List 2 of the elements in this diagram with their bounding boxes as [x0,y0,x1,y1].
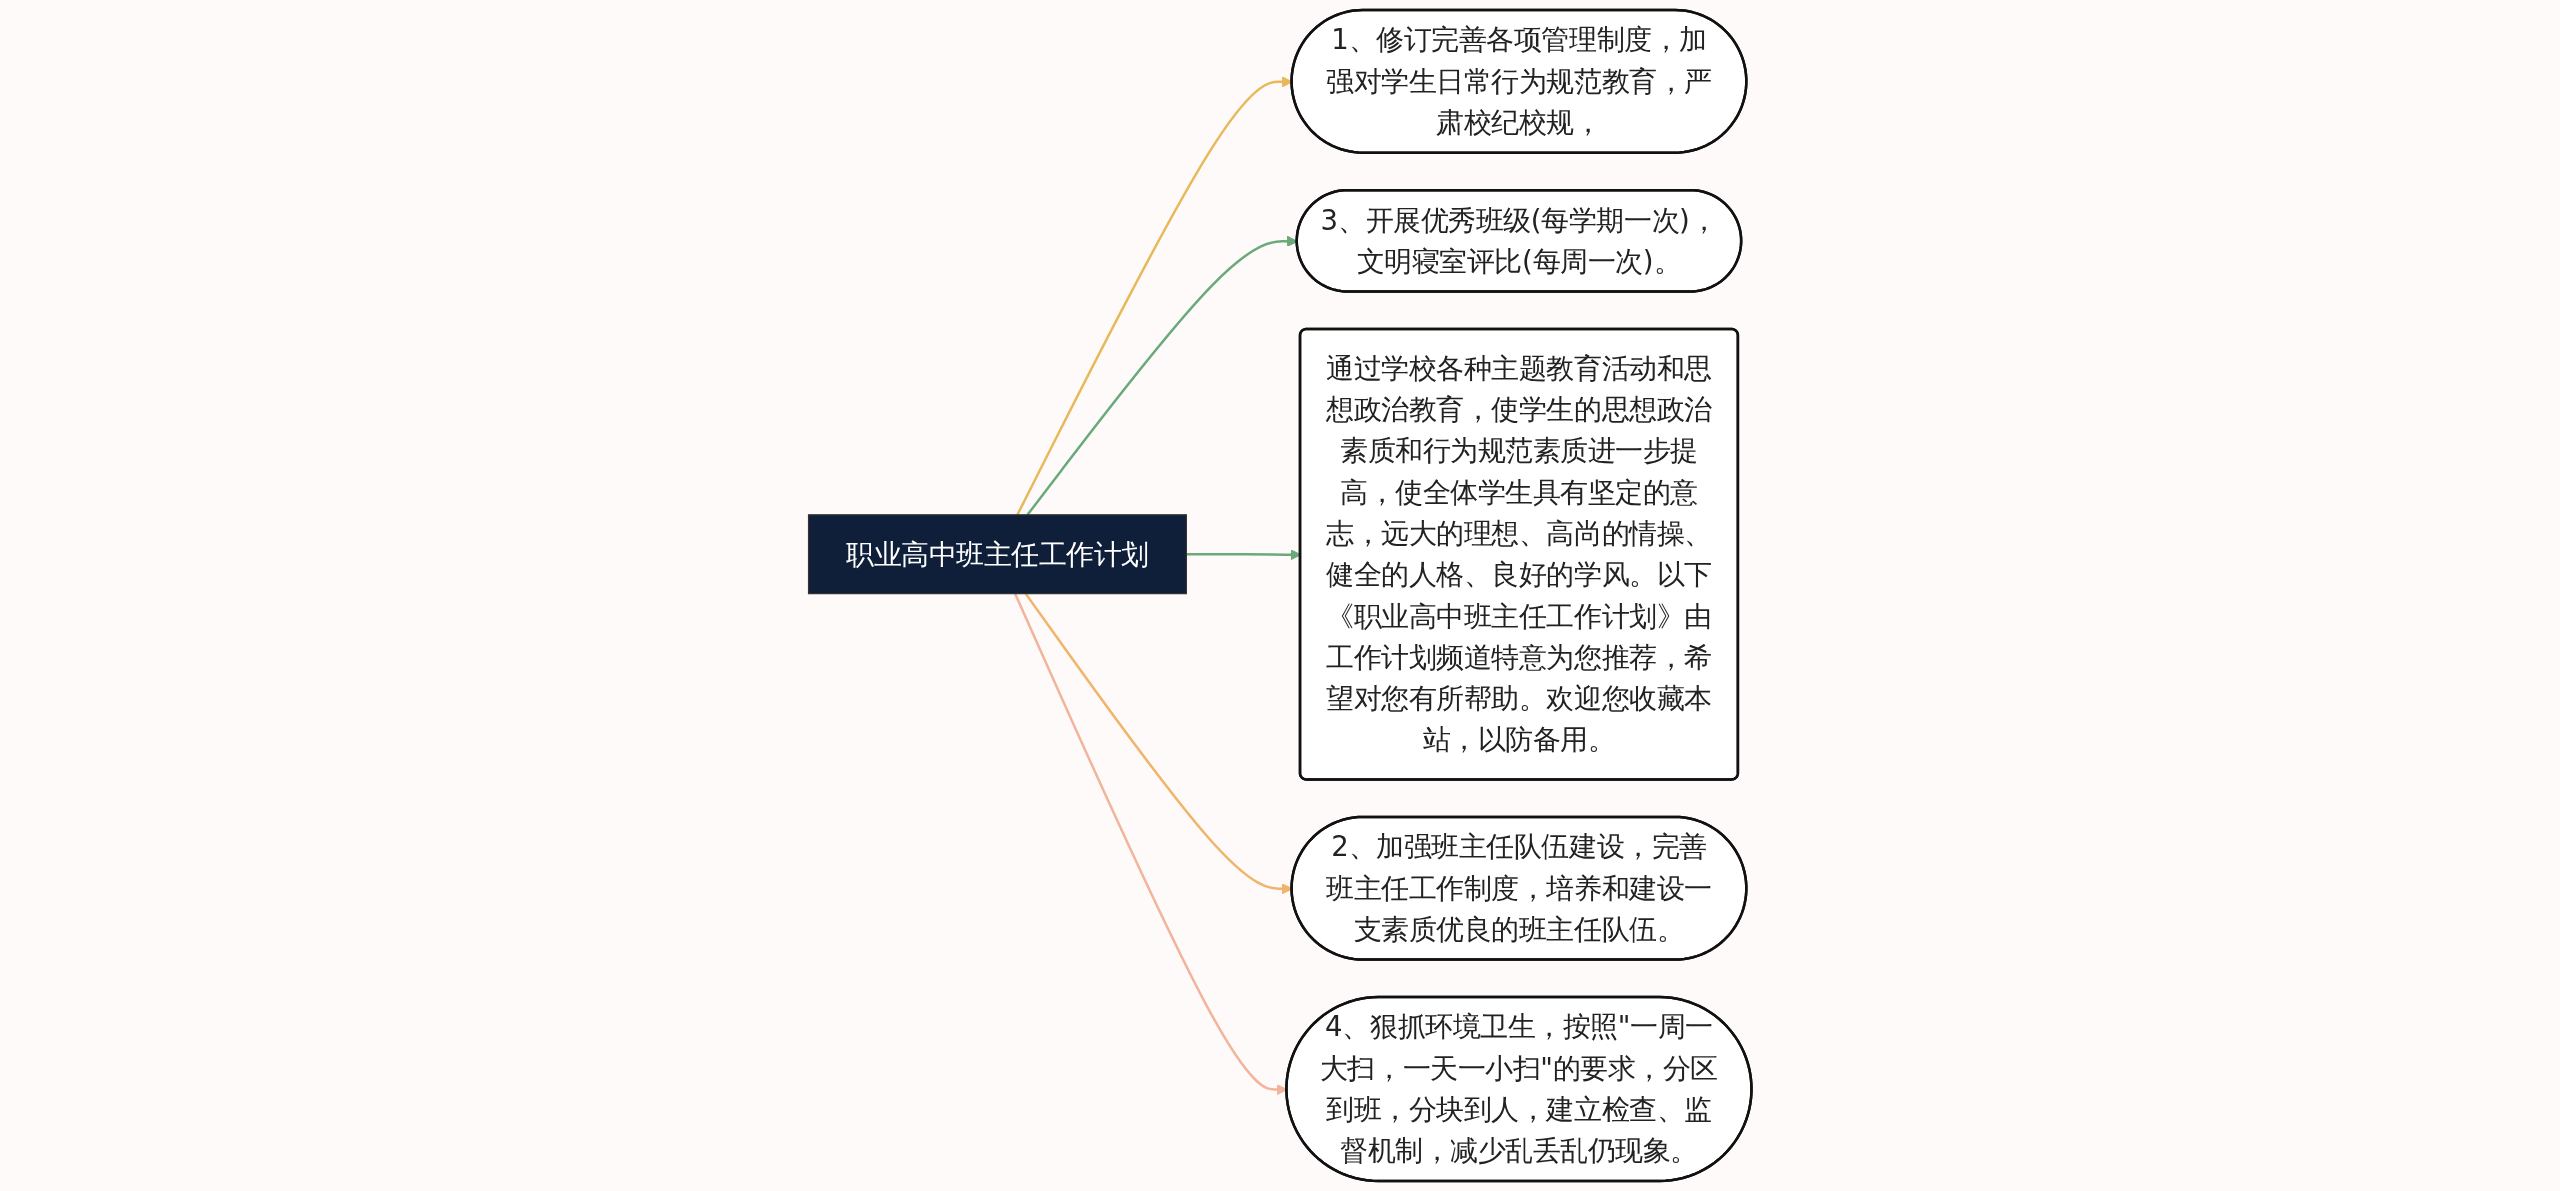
arrow [1026,235,1298,516]
node-box: 职业高中班主任工作计划 [807,514,1187,595]
